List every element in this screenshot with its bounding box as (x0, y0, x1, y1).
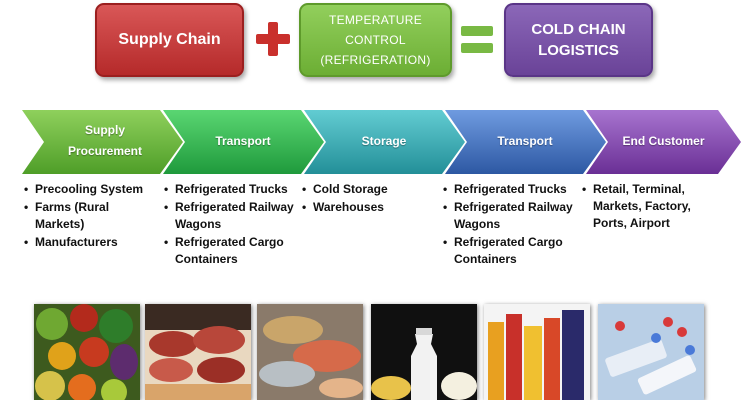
temperature-control-line-3: (REFRIGERATION) (320, 53, 431, 67)
stage-label-transport-2: Transport (497, 134, 553, 148)
list-item: Refrigerated Trucks (164, 181, 296, 198)
stage-label-transport-1: Transport (215, 134, 271, 148)
process-chevrons (22, 110, 741, 174)
end-customer-list: Retail, Terminal, Markets, Factory, Port… (582, 181, 710, 233)
temperature-control-box: TEMPERATURE CONTROL (REFRIGERATION) (299, 3, 452, 77)
list-item: Refrigerated Cargo Containers (443, 234, 575, 268)
chevron-transport-1 (163, 110, 324, 174)
chevron-storage (304, 110, 465, 174)
supply-chain-box: Supply Chain (95, 3, 244, 77)
plus-icon (256, 22, 290, 56)
procurement-list: Precooling System Farms (Rural Markets) … (24, 181, 159, 252)
stage-label-end-customer: End Customer (622, 134, 705, 148)
transport-1-list: Refrigerated Trucks Refrigerated Railway… (164, 181, 296, 269)
list-item: Refrigerated Cargo Containers (164, 234, 296, 268)
medicine-photo (598, 304, 704, 400)
storage-list: Cold Storage Warehouses (302, 181, 437, 217)
chevron-transport-2 (445, 110, 606, 174)
stage-label-storage: Storage (361, 134, 407, 148)
chevron-end-customer (586, 110, 741, 174)
beverages-photo (484, 304, 590, 400)
milk-photo (371, 304, 477, 400)
list-item: Farms (Rural Markets) (24, 199, 159, 233)
list-item: Precooling System (24, 181, 159, 198)
list-item: Warehouses (302, 199, 437, 216)
equals-icon (461, 26, 493, 54)
cold-chain-line-1: COLD CHAIN (531, 21, 626, 38)
vegetables-photo (34, 304, 140, 400)
cold-chain-line-2: LOGISTICS (538, 42, 619, 59)
supply-chain-label: Supply Chain (118, 31, 221, 48)
list-item: Refrigerated Railway Wagons (443, 199, 575, 233)
transport-2-list: Refrigerated Trucks Refrigerated Railway… (443, 181, 575, 269)
list-item: Cold Storage (302, 181, 437, 198)
chevron-supply-procurement (22, 110, 183, 174)
stage-label-supply-procurement: Supply Procurement (67, 123, 143, 158)
fish-photo (257, 304, 363, 400)
list-item: Retail, Terminal, Markets, Factory, Port… (582, 181, 710, 232)
list-item: Manufacturers (24, 234, 159, 251)
list-item: Refrigerated Railway Wagons (164, 199, 296, 233)
cold-chain-logistics-box: COLD CHAIN LOGISTICS (504, 3, 653, 77)
temperature-control-line-1: TEMPERATURE (328, 13, 423, 27)
list-item: Refrigerated Trucks (443, 181, 575, 198)
temperature-control-line-2: CONTROL (345, 33, 406, 47)
meat-photo (145, 304, 251, 400)
